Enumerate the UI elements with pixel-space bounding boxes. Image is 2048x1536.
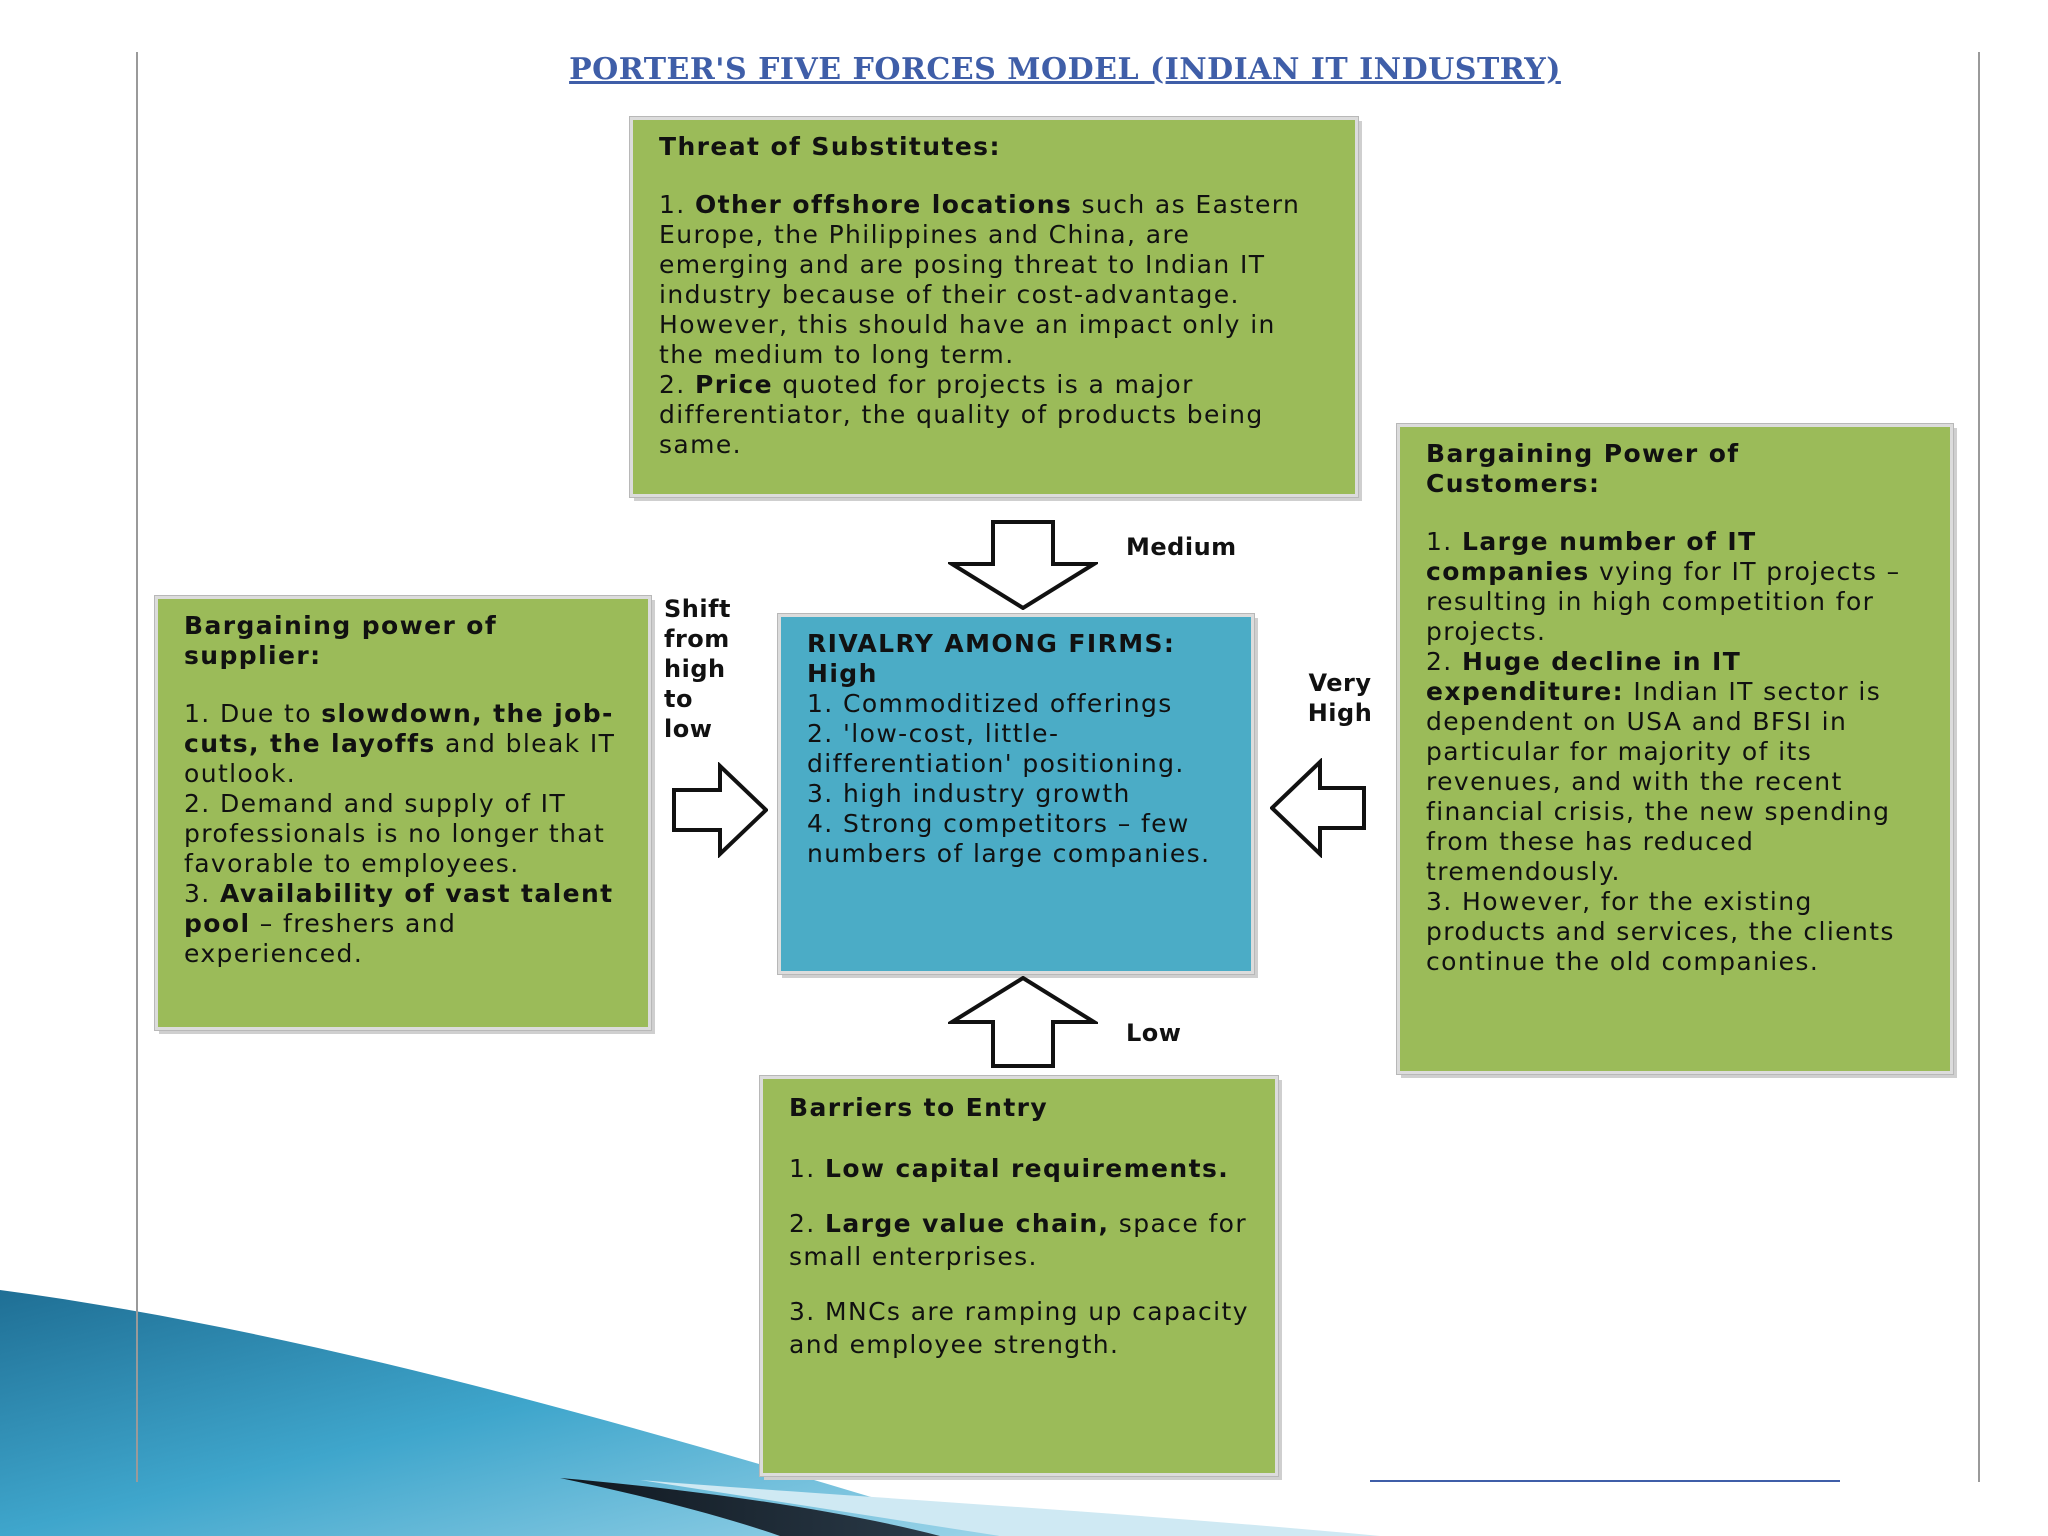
customers-p2-bold: Huge decline in IT expenditure: (1426, 647, 1742, 706)
substitutes-p1-bold: Other offshore locations (695, 190, 1073, 219)
substitutes-point-2: 2. Price quoted for projects is a major … (659, 370, 1329, 460)
supplier-p1-rest: and bleak IT outlook. (184, 729, 616, 788)
rivalry-among-firms-box: RIVALRY AMONG FIRMS: High 1. Commoditize… (777, 613, 1255, 975)
substitutes-p2-bold: Price (695, 370, 773, 399)
entry-point-3: 3. MNCs are ramping up capacity and empl… (789, 1297, 1249, 1359)
frame-left-line (136, 52, 138, 1482)
rivalry-point-3: 3. high industry growth (807, 779, 1131, 808)
customer-power-box: Bargaining Power of Customers: 1. Large … (1396, 423, 1954, 1075)
barriers-to-entry-box: Barriers to Entry 1. Low capital require… (759, 1075, 1279, 1477)
supplier-point-3: 3. Availability of vast talent pool – fr… (184, 879, 622, 969)
supplier-point-2: 2. Demand and supply of IT professionals… (184, 789, 606, 878)
threat-of-substitutes-box: Threat of Substitutes: 1. Other offshore… (629, 116, 1359, 498)
rivalry-heading: RIVALRY AMONG FIRMS: High (807, 629, 1176, 688)
substitutes-p1-num: 1. (659, 190, 695, 219)
customers-p2-num: 2. (1426, 647, 1462, 676)
arrow-down-from-substitutes (948, 520, 1098, 610)
customers-point-3: 3. However, for the existing products an… (1426, 887, 1895, 976)
supplier-heading: Bargaining power of supplier: (184, 611, 498, 670)
substitutes-p1-rest: such as Eastern Europe, the Philippines … (659, 190, 1301, 369)
customers-p1-bold: Large number of IT companies (1426, 527, 1757, 586)
entry-p1-bold: Low capital requirements. (825, 1154, 1230, 1183)
entry-p2-rest: space for small enterprises. (789, 1209, 1248, 1271)
diagram-title: PORTER'S FIVE FORCES MODEL (INDIAN IT IN… (569, 52, 1561, 87)
supplier-power-box: Bargaining power of supplier: 1. Due to … (154, 595, 652, 1031)
supplier-point-1: 1. Due to slowdown, the job-cuts, the la… (184, 699, 622, 789)
rivalry-point-2: 2. 'low-cost, little-differentiation' po… (807, 719, 1185, 778)
substitutes-point-1: 1. Other offshore locations such as East… (659, 190, 1329, 370)
substitutes-heading: Threat of Substitutes: (659, 132, 1001, 161)
customers-p1-num: 1. (1426, 527, 1462, 556)
customers-heading: Bargaining Power of Customers: (1426, 439, 1740, 498)
customers-point-1: 1. Large number of IT companies vying fo… (1426, 527, 1924, 647)
label-very-high: Very High (1307, 669, 1373, 727)
frame-bottom-line (1370, 1480, 1840, 1482)
frame-right-line (1978, 52, 1980, 1482)
supplier-p3-rest: – freshers and experienced. (184, 909, 457, 968)
supplier-p3-bold: Availability of vast talent pool (184, 879, 614, 938)
entry-p2-bold: Large value chain, (825, 1209, 1110, 1238)
arrow-right-from-supplier (672, 762, 768, 858)
entry-point-2: 2. Large value chain, space for small en… (789, 1207, 1249, 1273)
supplier-p1-num: 1. Due to (184, 699, 322, 728)
entry-point-1: 1. Low capital requirements. (789, 1152, 1249, 1185)
substitutes-p2-rest: quoted for projects is a major different… (659, 370, 1264, 459)
label-low: Low (1126, 1019, 1182, 1047)
arrow-up-from-entry (948, 976, 1098, 1068)
customers-p2-rest: Indian IT sector is dependent on USA and… (1426, 677, 1891, 886)
label-medium: Medium (1126, 533, 1237, 561)
supplier-p3-num: 3. (184, 879, 220, 908)
rivalry-point-4: 4. Strong competitors – few numbers of l… (807, 809, 1211, 868)
supplier-p1-bold: slowdown, the job-cuts, the layoffs (184, 699, 614, 758)
arrow-left-from-customers (1270, 758, 1366, 858)
substitutes-p2-num: 2. (659, 370, 695, 399)
customers-point-2: 2. Huge decline in IT expenditure: India… (1426, 647, 1924, 887)
entry-p2-num: 2. (789, 1209, 825, 1238)
label-shift-from-high-to-low: Shift from high to low (664, 595, 732, 743)
entry-p1-num: 1. (789, 1154, 825, 1183)
rivalry-point-1: 1. Commoditized offerings (807, 689, 1173, 718)
customers-p1-rest: vying for IT projects – resulting in hig… (1426, 557, 1901, 646)
entry-heading: Barriers to Entry (789, 1093, 1049, 1122)
